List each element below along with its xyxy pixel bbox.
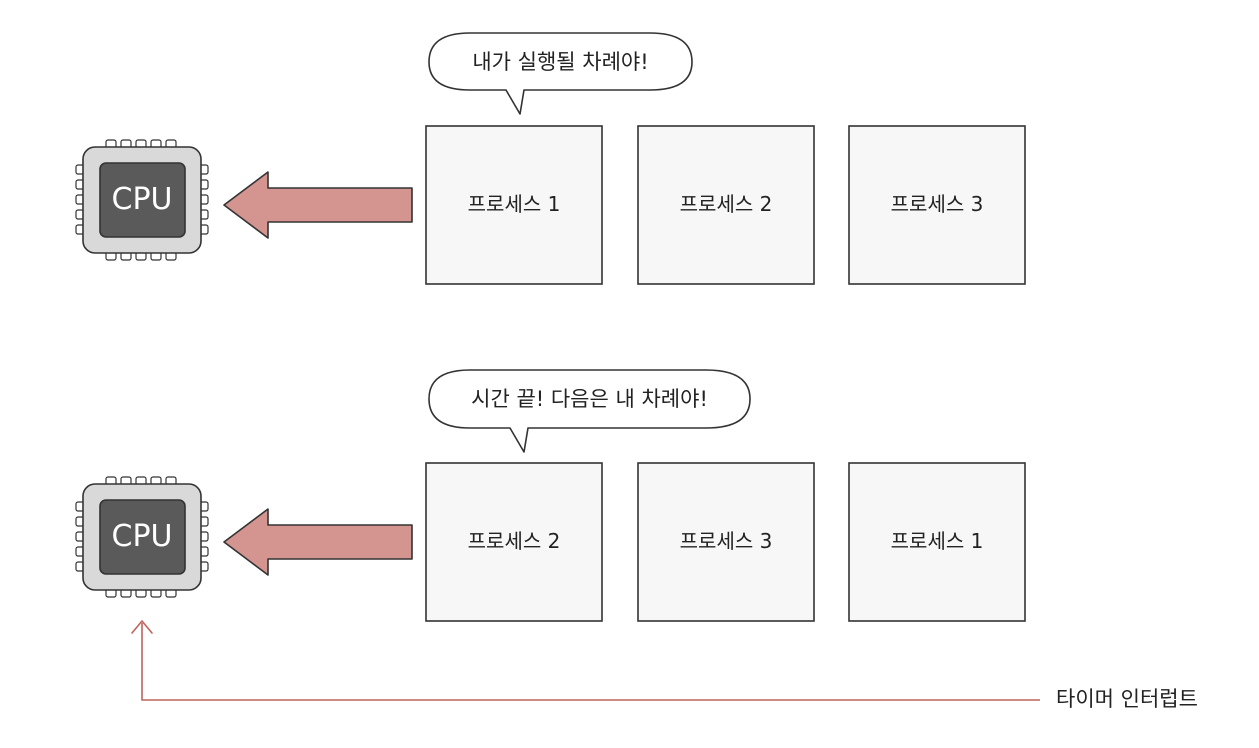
process-label-2-1: 프로세스 2	[467, 529, 561, 553]
cpu-chip-1	[75, 139, 209, 261]
process-label-1-1: 프로세스 1	[467, 192, 561, 216]
process-label-2-2: 프로세스 3	[679, 529, 773, 553]
process-box-1-2	[637, 125, 815, 285]
process-box-1-3	[848, 125, 1026, 285]
process-box-1-1	[425, 125, 603, 285]
cpu-label-2: CPU	[111, 519, 173, 554]
timer-interrupt-arrowhead	[131, 620, 153, 634]
dispatch-arrow-1	[223, 171, 413, 239]
process-box-2-3	[848, 462, 1026, 622]
dispatch-arrow-2	[223, 508, 413, 576]
process-label-1-2: 프로세스 2	[679, 192, 773, 216]
cpu-chip-2	[75, 476, 209, 598]
speech-bubble-2	[428, 369, 751, 453]
timer-interrupt-label: 타이머 인터럽트	[1056, 687, 1198, 711]
speech-bubble-1	[428, 32, 693, 115]
process-label-1-3: 프로세스 3	[890, 192, 984, 216]
process-label-2-3: 프로세스 1	[890, 529, 984, 553]
process-box-2-2	[637, 462, 815, 622]
speech-bubble-text-2: 시간 끝! 다음은 내 차례야!	[471, 387, 708, 411]
process-box-2-1	[425, 462, 603, 622]
speech-bubble-text-1: 내가 실행될 차례야!	[472, 50, 649, 74]
timer-interrupt-line	[141, 623, 1040, 701]
cpu-label-1: CPU	[111, 182, 173, 217]
